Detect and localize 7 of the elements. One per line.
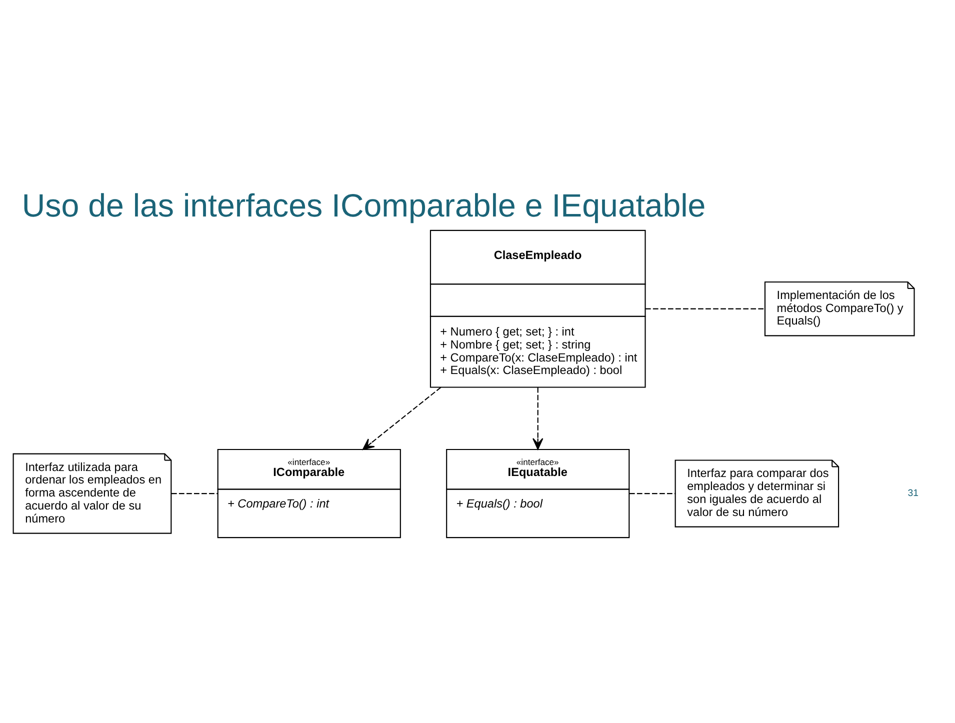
arrow [532,386,543,450]
label: 31 [907,487,918,498]
connector [644,308,764,309]
connector [170,492,218,494]
connector [628,492,675,494]
diagram-title: Uso de las interfaces IComparable e IEquatable [21,186,706,223]
arrow [362,386,441,450]
